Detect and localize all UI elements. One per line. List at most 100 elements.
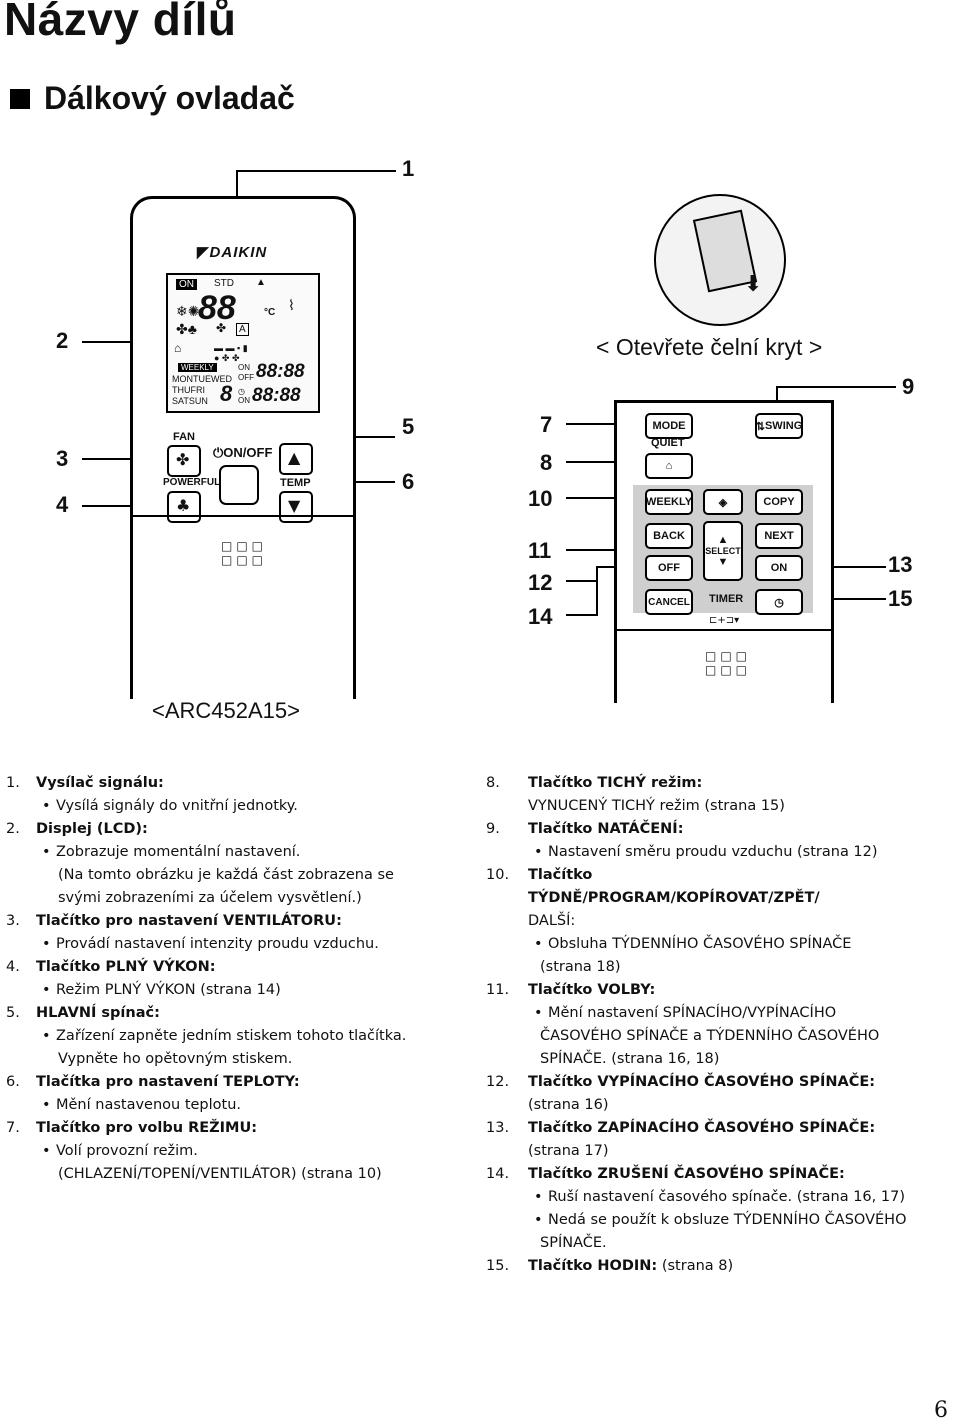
quiet-button[interactable]: ⌂ xyxy=(645,453,693,479)
list-item-text: VYNUCENÝ TICHÝ režim (strana 15) xyxy=(528,798,785,814)
list-item-text: (Na tomto obrázku je každá část zobrazen… xyxy=(58,867,394,883)
list-item-text: Obsluha TÝDENNÍHO ČASOVÉHO SPÍNAČE xyxy=(528,933,956,956)
section-heading: Dálkový ovladač xyxy=(10,80,295,117)
callout-6: 6 xyxy=(402,469,415,494)
list-item-heading: 15.Tlačítko HODIN: (strana 8) xyxy=(486,1258,734,1274)
timer-on-button[interactable]: ON xyxy=(755,555,803,581)
next-button[interactable]: NEXT xyxy=(755,523,803,549)
temp-up-button[interactable]: ▲ xyxy=(279,443,313,475)
powerful-label: POWERFUL xyxy=(163,477,221,488)
list-item-heading: 13.Tlačítko ZAPÍNACÍHO ČASOVÉHO SPÍNAČE: xyxy=(486,1120,876,1136)
list-item-heading: 6.Tlačítka pro nastavení TEPLOTY: xyxy=(6,1074,300,1090)
open-cover-caption: < Otevřete čelní kryt > xyxy=(596,334,823,360)
list-item-text: (CHLAZENÍ/TOPENÍ/VENTILÁTOR) (strana 10) xyxy=(58,1166,382,1182)
callout-11: 11 xyxy=(528,538,552,563)
callout-5: 5 xyxy=(402,414,415,439)
list-item-text: Zobrazuje momentální nastavení. xyxy=(36,841,468,864)
triangle-down-icon: ▼ xyxy=(288,496,301,515)
list-item-heading: 8.Tlačítko TICHÝ režim: xyxy=(486,775,703,791)
left-description-list: 1.Vysílač signálu: Vysílá signály do vni… xyxy=(6,772,468,1186)
list-item-heading: 5.HLAVNÍ spínač: xyxy=(6,1005,160,1021)
onoff-button[interactable] xyxy=(219,465,259,505)
square-bullet-icon xyxy=(10,88,30,109)
callout-12: 12 xyxy=(528,570,553,595)
arrow-down-icon: ⬇ xyxy=(744,272,763,297)
swing-button[interactable]: ⇅SWING xyxy=(755,413,803,439)
fan-label: FAN xyxy=(173,431,195,443)
quiet-icon: ⌂ xyxy=(665,460,673,472)
clock-icon: ◷ xyxy=(774,596,784,609)
quiet-label: QUIET xyxy=(651,437,685,449)
list-item-text: Zařízení zapněte jedním stiskem tohoto t… xyxy=(36,1025,468,1048)
battery-icon: ⊏+⊐▾ xyxy=(709,615,740,626)
timer-label: TIMER xyxy=(709,593,744,605)
callout-13: 13 xyxy=(888,552,913,577)
list-item-heading: 2.Displej (LCD): xyxy=(6,821,148,837)
list-item-heading: 7.Tlačítko pro volbu REŽIMU: xyxy=(6,1120,258,1136)
list-item-text: SPÍNAČE. xyxy=(540,1235,607,1251)
temp-label: TEMP xyxy=(280,477,311,489)
mode-button[interactable]: MODE xyxy=(645,413,693,439)
list-item-heading: 1.Vysílač signálu: xyxy=(6,775,164,791)
model-name: <ARC452A15> xyxy=(152,698,300,723)
list-item-text: (strana 17) xyxy=(528,1143,609,1159)
list-item-text: Vysílá signály do vnitřní jednotky. xyxy=(36,795,468,818)
list-item-heading: 3.Tlačítko pro nastavení VENTILÁTORU: xyxy=(6,913,342,929)
page-number: 6 xyxy=(934,1398,948,1423)
powerful-button[interactable]: ♣ xyxy=(167,491,201,523)
section-title: Dálkový ovladač xyxy=(44,80,295,116)
timer-off-button[interactable]: OFF xyxy=(645,555,693,581)
program-button[interactable]: ◈ xyxy=(703,489,743,515)
list-item-heading: 9.Tlačítko NATÁČENÍ: xyxy=(486,821,684,837)
triangle-up-icon: ▲ xyxy=(717,534,729,546)
fan-button[interactable]: ✤ xyxy=(167,445,201,477)
powerful-icon: ♣ xyxy=(176,496,191,515)
list-item-text: Provádí nastavení intenzity proudu vzduc… xyxy=(36,933,468,956)
opened-remote-panel: MODE ⇅SWING QUIET ⌂ WEEKLY ◈ COPY BACK N… xyxy=(614,400,834,703)
select-button[interactable]: ▲ SELECT ▼ xyxy=(703,521,743,581)
list-item-text: Mění nastavení SPÍNACÍHO/VYPÍNACÍHO xyxy=(528,1002,956,1025)
callout-2: 2 xyxy=(56,328,69,353)
copy-button[interactable]: COPY xyxy=(755,489,803,515)
lcd-display: ON STD ▲ 88 °C ❄✺ ✤♣ ✤ A ⌇ ▬ ▬ ▪ ▮ ● ✤ ✤… xyxy=(166,273,320,413)
callout-8: 8 xyxy=(540,450,553,475)
timer-cancel-button[interactable]: CANCEL xyxy=(645,589,693,615)
list-item-text: (strana 18) xyxy=(540,959,621,975)
list-item-text: svými zobrazeními za účelem vysvětlení.) xyxy=(58,890,362,906)
list-item-text: DALŠÍ: xyxy=(528,913,576,929)
list-item-heading: 12.Tlačítko VYPÍNACÍHO ČASOVÉHO SPÍNAČE: xyxy=(486,1074,876,1090)
callout-3: 3 xyxy=(56,446,69,471)
callout-7: 7 xyxy=(540,412,553,437)
list-item-text: Nastavení směru proudu vzduchu (strana 1… xyxy=(528,841,956,864)
brand-logo: ◤DAIKIN xyxy=(197,244,268,261)
callout-1: 1 xyxy=(402,156,415,181)
onoff-label: ⏻ON/OFF xyxy=(213,445,273,460)
remote-controller: ◤DAIKIN ON STD ▲ 88 °C ❄✺ ✤♣ ✤ A ⌇ ▬ ▬ ▪… xyxy=(130,196,356,699)
list-item-text: ČASOVÉHO SPÍNAČE a TÝDENNÍHO ČASOVÉHO xyxy=(540,1028,880,1044)
fan-icon: ✤ xyxy=(176,450,190,469)
list-item-heading: 4.Tlačítko PLNÝ VÝKON: xyxy=(6,959,216,975)
clock-button[interactable]: ◷ xyxy=(755,589,803,615)
list-item-heading: 10.Tlačítko xyxy=(486,867,593,883)
list-item-text: SPÍNAČE. (strana 16, 18) xyxy=(540,1051,720,1067)
weekly-button[interactable]: WEEKLY xyxy=(645,489,693,515)
callout-15: 15 xyxy=(888,586,913,611)
list-item-text: TÝDNĚ/PROGRAM/KOPÍROVAT/ZPĚT/ xyxy=(528,890,820,906)
temp-down-button[interactable]: ▼ xyxy=(279,491,313,523)
triangle-down-icon: ▼ xyxy=(717,556,729,568)
callout-9: 9 xyxy=(902,374,915,399)
callout-10: 10 xyxy=(528,486,553,511)
list-item-text: Volí provozní režim. xyxy=(36,1140,468,1163)
triangle-up-icon: ▲ xyxy=(288,448,301,467)
list-item-text: Nedá se použít k obsluze TÝDENNÍHO ČASOV… xyxy=(528,1209,956,1232)
list-item-heading: 11.Tlačítko VOLBY: xyxy=(486,982,656,998)
back-button[interactable]: BACK xyxy=(645,523,693,549)
front-cover: □□□□□□ xyxy=(133,515,353,699)
hand-opening-cover-illustration: ⬇ xyxy=(654,194,786,326)
list-item-text: Ruší nastavení časového spínače. (strana… xyxy=(528,1186,956,1209)
list-item-text: Vypněte ho opětovným stiskem. xyxy=(58,1051,293,1067)
list-item-text: (strana 16) xyxy=(528,1097,609,1113)
program-icon: ◈ xyxy=(718,496,728,509)
list-item-text: Režim PLNÝ VÝKON (strana 14) xyxy=(36,979,468,1002)
right-description-list: 8.Tlačítko TICHÝ režim: VYNUCENÝ TICHÝ r… xyxy=(486,772,956,1278)
